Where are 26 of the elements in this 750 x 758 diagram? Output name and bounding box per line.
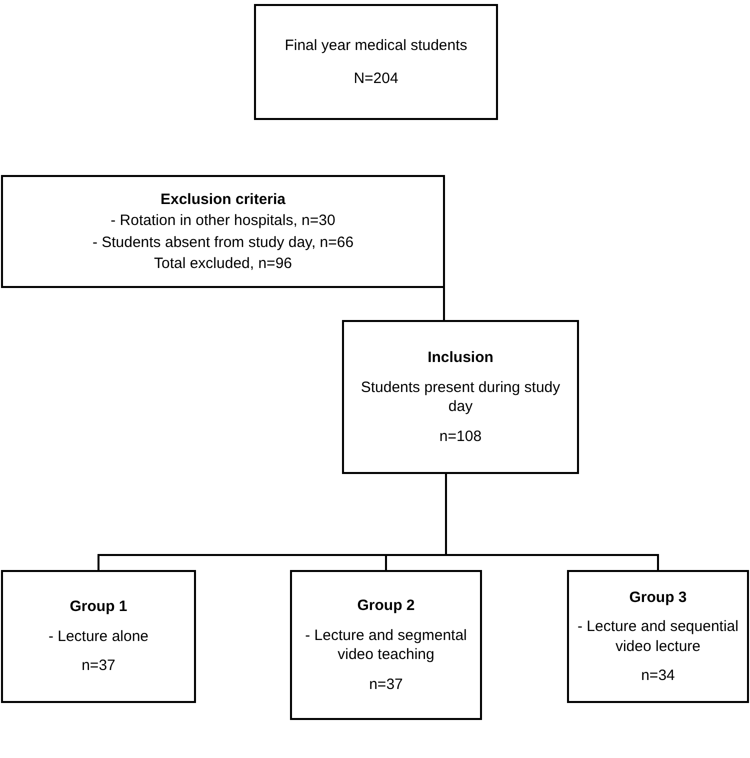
box-text: n=37 bbox=[82, 656, 116, 676]
box-heading: Exclusion criteria bbox=[160, 190, 286, 209]
box-text: Total excluded, n=96 bbox=[154, 254, 292, 274]
box-text: Final year medical students bbox=[284, 36, 468, 55]
box-text: - Rotation in other hospitals, n=30 bbox=[110, 211, 336, 230]
process-box bbox=[1, 570, 196, 703]
process-box bbox=[290, 570, 482, 720]
box-text: - Lecture and sequential video lecture bbox=[577, 617, 739, 656]
box-text: - Students absent from study day, n=66 bbox=[92, 232, 354, 252]
box-text: n=37 bbox=[369, 674, 403, 694]
connector-line bbox=[443, 288, 445, 320]
box-text: N=204 bbox=[354, 69, 398, 88]
box-heading: Group 2 bbox=[357, 596, 415, 616]
connector-line bbox=[445, 474, 659, 570]
box-text: n=34 bbox=[641, 666, 675, 686]
box-text: Students present during study day bbox=[360, 378, 562, 416]
box-heading: Group 1 bbox=[70, 597, 128, 617]
process-box bbox=[342, 320, 579, 474]
process-box bbox=[254, 4, 498, 120]
box-heading: Inclusion bbox=[428, 348, 494, 368]
box-text: - Lecture and segmental video teaching bbox=[304, 626, 468, 664]
process-box bbox=[1, 175, 445, 288]
box-heading: Group 3 bbox=[629, 588, 687, 607]
box-text: n=108 bbox=[439, 426, 482, 446]
process-box bbox=[567, 570, 749, 703]
box-text: - Lecture alone bbox=[48, 626, 149, 646]
